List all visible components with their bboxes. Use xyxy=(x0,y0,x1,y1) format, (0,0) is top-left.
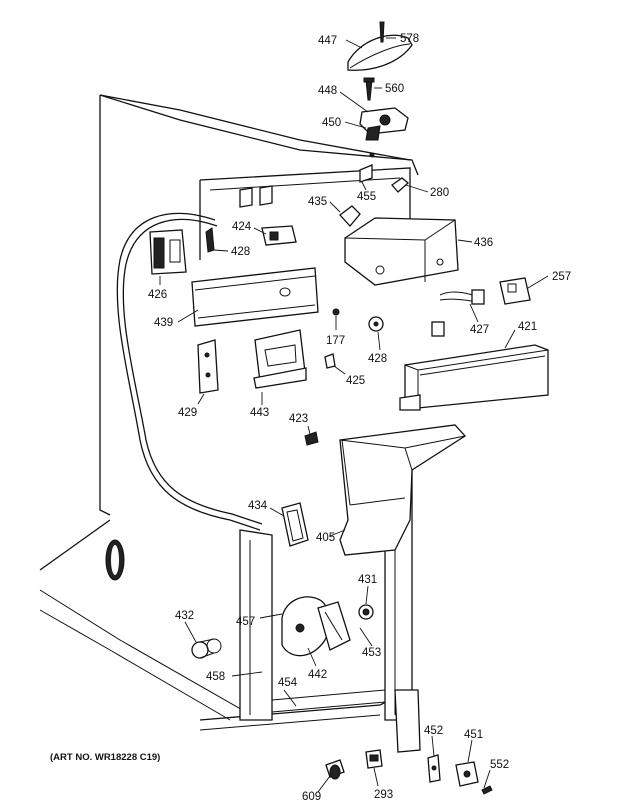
label-451: 451 xyxy=(464,729,483,741)
label-423: 423 xyxy=(289,413,308,425)
label-450: 450 xyxy=(322,117,341,129)
label-431: 431 xyxy=(358,574,377,586)
label-448: 448 xyxy=(318,85,337,97)
light-socket-426 xyxy=(149,229,187,275)
label-432: 432 xyxy=(175,610,194,622)
label-458: 458 xyxy=(206,671,225,683)
screw-560 xyxy=(363,77,375,101)
mounting-plate-439 xyxy=(191,267,319,327)
label-436: 436 xyxy=(474,237,493,249)
grommet-432 xyxy=(191,638,222,659)
label-435: 435 xyxy=(308,196,327,208)
wire-harness xyxy=(116,212,261,531)
bracket-429 xyxy=(197,339,219,394)
duct-vent-434 xyxy=(281,502,309,547)
label-425: 425 xyxy=(346,375,365,387)
label-578: 578 xyxy=(400,33,419,45)
label-453: 453 xyxy=(362,647,381,659)
label-426: 426 xyxy=(148,289,167,301)
label-454: 454 xyxy=(278,677,298,689)
duct-405 xyxy=(339,424,466,556)
label-457: 457 xyxy=(236,616,255,628)
screw-552 xyxy=(481,785,493,795)
label-405: 405 xyxy=(316,532,335,544)
damper-443 xyxy=(253,329,307,389)
label-429: 429 xyxy=(178,407,197,419)
label-442: 442 xyxy=(308,669,327,681)
cam-cover-447 xyxy=(347,34,413,71)
label-280: 280 xyxy=(430,187,449,199)
control-housing-436 xyxy=(344,217,459,286)
cam-428 xyxy=(368,316,384,332)
light-socket-293 xyxy=(365,749,383,769)
light-bulb-609 xyxy=(325,759,345,780)
label-257: 257 xyxy=(552,271,571,283)
label-560: 560 xyxy=(385,83,404,95)
hinge-451 xyxy=(455,761,479,787)
fan-nut-431 xyxy=(358,604,374,620)
label-552: 552 xyxy=(490,759,509,771)
wiring-427 xyxy=(431,289,485,337)
screw-578 xyxy=(379,21,385,43)
leader-lines xyxy=(159,37,549,793)
fastener-177 xyxy=(332,308,340,316)
label-434: 434 xyxy=(248,500,268,512)
label-447: 447 xyxy=(318,35,337,47)
thermostat-clip-280 xyxy=(391,177,409,193)
label-439: 439 xyxy=(154,317,173,329)
art-number-caption: (ART NO. WR18228 C19) xyxy=(50,752,160,763)
label-424: 424 xyxy=(232,221,252,233)
label-428-top: 428 xyxy=(231,246,250,258)
grille-421 xyxy=(399,344,549,411)
hinge-bracket-450 xyxy=(365,125,381,158)
bracket-452 xyxy=(427,754,441,783)
clamp-435 xyxy=(339,205,361,227)
label-293: 293 xyxy=(374,789,393,801)
cabinet-outline xyxy=(39,94,421,753)
label-421: 421 xyxy=(518,321,537,333)
label-455: 455 xyxy=(357,191,376,203)
label-609: 609 xyxy=(302,791,321,803)
timer-257 xyxy=(499,277,531,305)
label-177: 177 xyxy=(326,335,345,347)
fan-motor-442 xyxy=(281,596,351,657)
clip-425 xyxy=(324,353,336,369)
wire-clip-428-top xyxy=(205,227,215,253)
label-443: 443 xyxy=(250,407,269,419)
label-452: 452 xyxy=(424,725,443,737)
switch-424 xyxy=(261,225,297,246)
label-427: 427 xyxy=(470,324,489,336)
thermistor-423 xyxy=(304,431,319,446)
label-428-cam: 428 xyxy=(368,353,387,365)
